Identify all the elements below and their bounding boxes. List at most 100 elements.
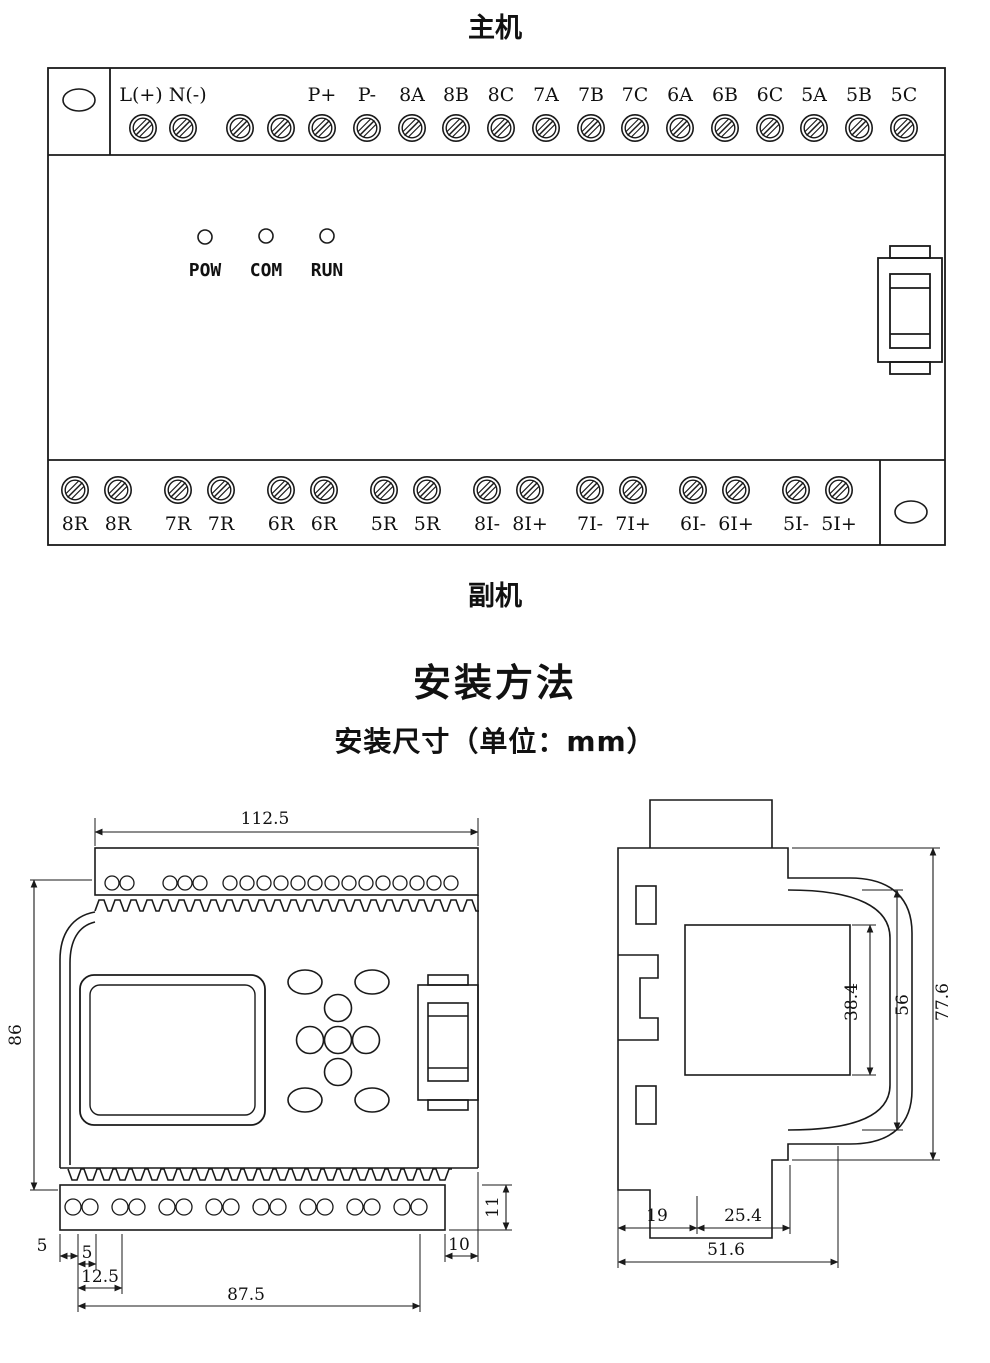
keypad [287, 969, 390, 1113]
screw-terminal-icon [309, 475, 339, 505]
terminal-label: 7A [533, 84, 559, 106]
power-led-icon [197, 229, 213, 245]
screw-terminal-icon [799, 114, 829, 142]
terminal-label: 5B [846, 84, 872, 106]
front-view: 112.5 86 11 10 5 5 12.5 87.5 [6, 809, 512, 1312]
terminal-label: 5A [801, 84, 827, 106]
screw-terminal-icon [575, 475, 605, 505]
expansion-connector [877, 245, 943, 375]
screw-terminal-icon [721, 475, 751, 505]
screw-terminal-icon [369, 475, 399, 505]
dim-height-label: 86 [6, 1024, 26, 1046]
terminal-label: 5I+ [821, 513, 857, 535]
dim-back-depth-label: 19 [646, 1206, 668, 1226]
terminal-label: 7I+ [615, 513, 651, 535]
terminal-label: 8I- [474, 513, 500, 535]
dim-total-depth-label: 51.6 [707, 1240, 745, 1260]
screw-terminal-icon [515, 475, 545, 505]
dim-second-hole-label: 12.5 [81, 1267, 119, 1287]
terminal-label: 8R [105, 513, 132, 535]
display-window-outer [79, 974, 266, 1126]
screw-terminal-icon [781, 475, 811, 505]
terminal-label: 5C [891, 84, 918, 106]
screw-terminal-icon [441, 114, 471, 142]
terminal-label: 5R [371, 513, 398, 535]
front-extension-lines [30, 818, 512, 1312]
terminal-label: P+ [308, 84, 337, 106]
screw-terminal-icon [129, 114, 157, 142]
top-terminal-screws [129, 114, 919, 142]
installation-drawings: 112.5 86 11 10 5 5 12.5 87.5 [6, 799, 953, 1312]
dim-inner-height-label: 38.4 [842, 983, 862, 1021]
terminal-label: 6I- [680, 513, 706, 535]
install-method-heading: 安装方法 [412, 661, 577, 705]
led-label-pow: POW [189, 260, 222, 281]
terminal-label: 8I+ [512, 513, 548, 535]
screw-terminal-icon [104, 475, 132, 505]
terminal-label: 7R [208, 513, 235, 535]
terminal-label: 5I- [783, 513, 809, 535]
led-label-run: RUN [311, 260, 344, 281]
dim-right-margin-label: 10 [448, 1235, 470, 1255]
dim-rail-strip-label: 11 [483, 1196, 503, 1218]
dim-hole-span-label: 87.5 [227, 1285, 265, 1305]
screw-terminal-icon [844, 114, 874, 142]
screw-terminal-icon [266, 475, 296, 505]
front-expansion-connector [417, 974, 479, 1111]
main-unit-title: 主机 [468, 13, 522, 44]
screw-terminal-icon [531, 114, 561, 142]
com-led-icon [258, 228, 274, 244]
terminal-label: 6B [712, 84, 738, 106]
din-teeth-bottom [67, 1168, 452, 1181]
screw-terminal-icon [710, 114, 740, 142]
screw-terminal-icon [678, 475, 708, 505]
dim-left-margin-label: 5 [37, 1236, 48, 1256]
device-outline [47, 67, 946, 546]
side-view-outline [617, 799, 913, 1239]
status-leds: POW COM RUN [189, 228, 344, 281]
terminal-label: 7R [165, 513, 192, 535]
screw-terminal-icon [486, 114, 516, 142]
terminal-label: 6I+ [718, 513, 754, 535]
dim-body-height-label: 56 [893, 994, 913, 1016]
terminal-label: 7I- [577, 513, 603, 535]
side-view: 38.4 56 77.6 19 25.4 51.6 [617, 799, 953, 1268]
mounting-slot-bottom-right [894, 500, 928, 524]
dim-front-depth-label: 25.4 [724, 1206, 762, 1226]
mounting-slot-top-left [62, 88, 96, 112]
side-extension-lines [617, 847, 940, 1268]
screw-terminal-icon [472, 475, 502, 505]
screw-terminal-icon [207, 475, 235, 505]
screw-terminal-icon [824, 475, 854, 505]
screw-terminal-icon [352, 114, 382, 142]
terminal-label: 8A [399, 84, 425, 106]
screw-terminal-icon [620, 114, 650, 142]
terminal-label: 6R [268, 513, 295, 535]
terminal-label: 6R [311, 513, 338, 535]
terminal-label: 8R [62, 513, 89, 535]
screw-terminal-icon [164, 475, 192, 505]
front-top-holes [104, 875, 459, 891]
din-teeth-top [94, 899, 479, 912]
terminal-wiring-diagram: L(+) N(-) P+ P- 8A 8B 8C 7A 7B 7C 6A 6B … [47, 67, 946, 546]
front-view-outline [59, 847, 479, 1231]
terminal-label: L(+) N(-) [119, 84, 206, 106]
bottom-terminal-labels: 8R 8R 7R 7R 6R 6R 5R 5R 8I- 8I+ 7I- 7I+ … [62, 513, 857, 535]
sub-unit-title: 副机 [468, 581, 522, 612]
terminal-label: 6A [667, 84, 693, 106]
dim-total-height-label: 77.6 [933, 983, 953, 1021]
screw-terminal-icon [576, 114, 606, 142]
front-dimension-lines [30, 828, 510, 1310]
top-terminal-labels: L(+) N(-) P+ P- 8A 8B 8C 7A 7B 7C 6A 6B … [119, 84, 917, 106]
screw-terminal-icon [412, 475, 442, 505]
screw-terminal-icon [307, 114, 337, 142]
screw-terminal-icon [266, 114, 296, 142]
screw-terminal-icon [755, 114, 785, 142]
terminal-label: 6C [757, 84, 784, 106]
bottom-terminal-screws [60, 475, 854, 505]
install-dims-heading: 安装尺寸（单位：mm） [334, 725, 656, 758]
terminal-label: 8C [488, 84, 515, 106]
dim-width-label: 112.5 [241, 809, 290, 829]
terminal-label: 7B [578, 84, 604, 106]
display-window-inner [89, 984, 256, 1116]
